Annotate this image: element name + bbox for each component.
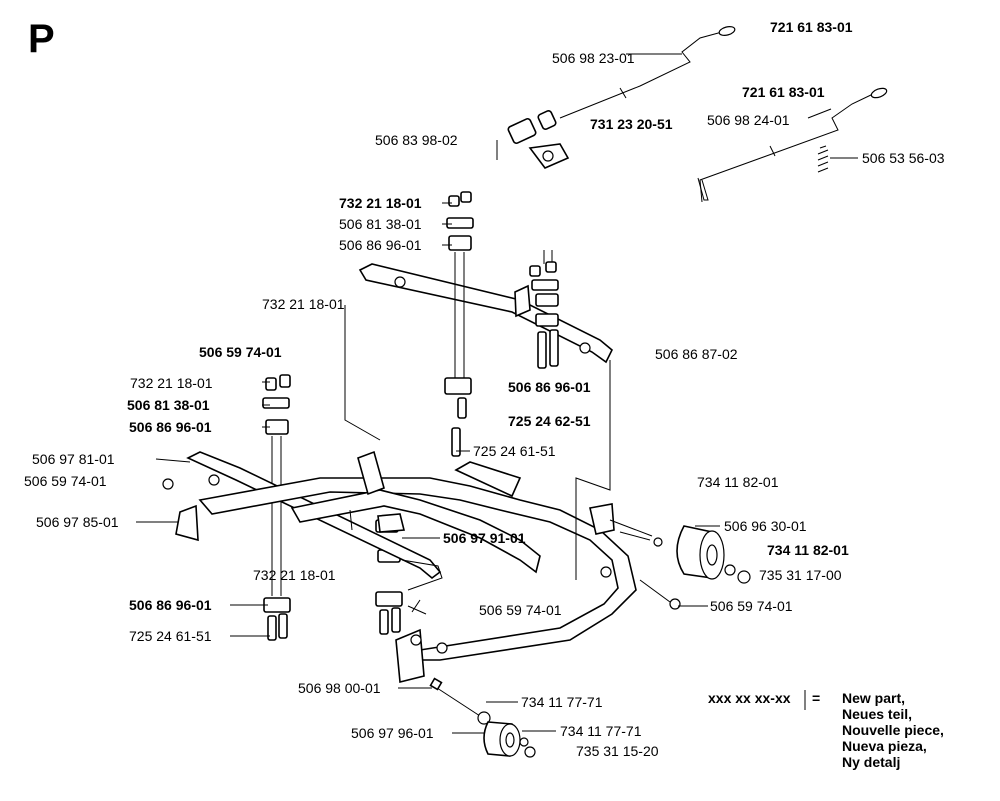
part-label: 725 24 62-51 — [508, 413, 591, 429]
legend-line: Neues teil, — [842, 706, 912, 722]
part-labels: 721 61 83-01 506 98 23-01 721 61 83-01 5… — [24, 19, 945, 759]
part-label: 506 59 74-01 — [24, 473, 107, 489]
part-label: 725 24 61-51 — [473, 443, 556, 459]
part-label: 506 97 81-01 — [32, 451, 115, 467]
new-part-legend: xxx xx xx-xx = New part, Neues teil, Nou… — [708, 690, 944, 770]
section-letter: P — [28, 17, 55, 61]
part-label: 735 31 17-00 — [759, 567, 842, 583]
part-label: 734 11 77-71 — [521, 694, 603, 710]
part-label: 506 86 96-01 — [129, 597, 212, 613]
part-label: 506 98 23-01 — [552, 50, 635, 66]
part-label: 506 96 30-01 — [724, 518, 807, 534]
legend-line: Nouvelle piece, — [842, 722, 944, 738]
part-label: 506 86 96-01 — [339, 237, 422, 253]
part-label: 725 24 61-51 — [129, 628, 212, 644]
part-label: 735 31 15-20 — [576, 743, 659, 759]
legend-line: Ny detalj — [842, 754, 900, 770]
part-label: 721 61 83-01 — [770, 19, 853, 35]
throttle-cable-drawing — [496, 26, 888, 203]
part-label: 732 21 18-01 — [253, 567, 336, 583]
part-label: 506 86 96-01 — [129, 419, 212, 435]
part-label: 506 97 91-01 — [443, 530, 526, 546]
part-label: 506 59 74-01 — [710, 598, 793, 614]
main-frame-drawing — [162, 305, 653, 684]
part-label: 721 61 83-01 — [742, 84, 825, 100]
part-label: 734 11 82-01 — [697, 474, 779, 490]
leader-lines — [136, 53, 858, 734]
part-label: 506 86 96-01 — [508, 379, 591, 395]
upper-link-drawing — [358, 191, 613, 457]
legend-equals: = — [812, 690, 820, 706]
legend-line: Nueva pieza, — [842, 738, 927, 754]
legend-line: New part, — [842, 690, 905, 706]
part-label: 506 86 87-02 — [655, 346, 738, 362]
legend-code: xxx xx xx-xx — [708, 690, 791, 706]
part-label: 732 21 18-01 — [339, 195, 422, 211]
part-label: 506 83 98-02 — [375, 132, 458, 148]
part-label: 506 81 38-01 — [339, 216, 422, 232]
part-label: 734 11 82-01 — [767, 542, 849, 558]
part-label: 732 21 18-01 — [262, 296, 345, 312]
part-label: 506 59 74-01 — [479, 602, 562, 618]
wheels-drawing — [429, 525, 751, 758]
part-label: 506 98 24-01 — [707, 112, 790, 128]
part-label: 506 97 96-01 — [351, 725, 434, 741]
part-label: 506 81 38-01 — [127, 397, 210, 413]
part-label: 734 11 77-71 — [560, 723, 642, 739]
part-label: 506 97 85-01 — [36, 514, 119, 530]
part-label: 732 21 18-01 — [130, 375, 213, 391]
part-label: 731 23 20-51 — [590, 116, 673, 132]
part-label: 506 59 74-01 — [199, 344, 282, 360]
part-label: 506 53 56-03 — [862, 150, 945, 166]
part-label: 506 98 00-01 — [298, 680, 381, 696]
